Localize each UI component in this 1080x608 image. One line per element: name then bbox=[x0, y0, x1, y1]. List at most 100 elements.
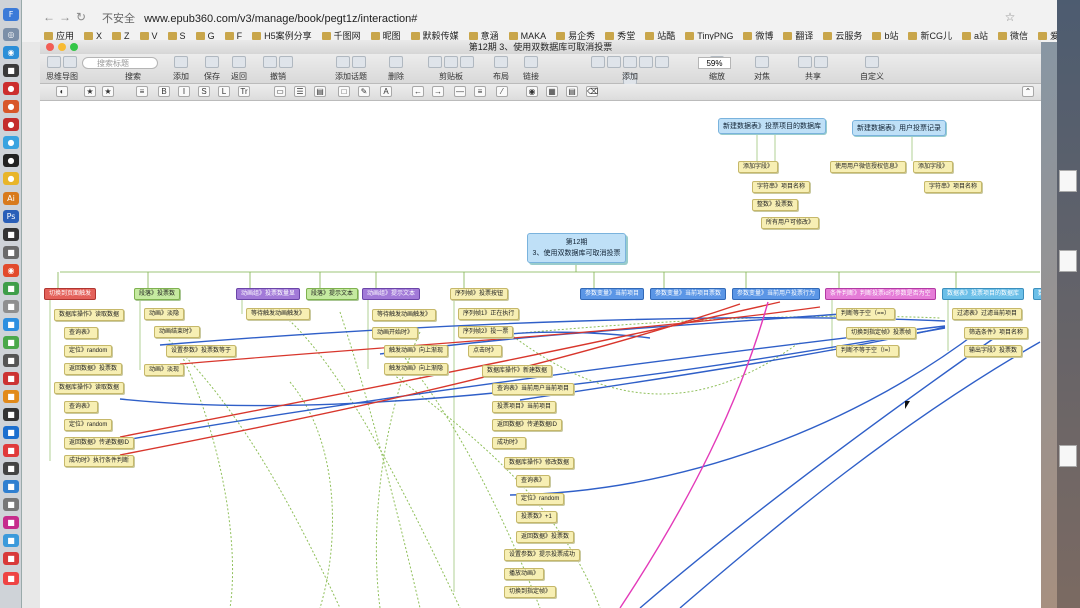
leaf-node[interactable]: 判断不等于空（!=） bbox=[836, 345, 900, 357]
launchpad-icon[interactable]: ◎ bbox=[3, 28, 19, 41]
branch-node[interactable]: 段落》投票数 bbox=[134, 288, 181, 300]
leaf-node[interactable]: 切换到指定帧》投票帧 bbox=[846, 327, 917, 339]
app-icon-19[interactable]: ■ bbox=[3, 462, 19, 475]
zoom-field[interactable]: 59% bbox=[698, 57, 731, 69]
leaf-node[interactable]: 返回数据》投票数 bbox=[516, 531, 575, 543]
app-icon-11[interactable]: ■ bbox=[3, 318, 19, 331]
leaf-node[interactable]: 定位》random bbox=[64, 345, 113, 357]
bookmark-item[interactable]: V bbox=[139, 31, 158, 41]
leaf-node[interactable]: 切换到指定帧》 bbox=[504, 586, 557, 598]
branch-node[interactable]: 段落》提示文本 bbox=[306, 288, 359, 300]
leaf-node[interactable]: 返回数据》传递数据ID bbox=[492, 419, 563, 431]
app-icon-16[interactable]: ■ bbox=[3, 408, 19, 421]
bookmark-item[interactable]: 应用 bbox=[44, 29, 74, 42]
bookmark-item[interactable]: 千图网 bbox=[321, 29, 361, 42]
bookmark-item[interactable]: 新CG儿 bbox=[908, 29, 952, 42]
star-icon[interactable]: ★ bbox=[84, 86, 96, 97]
leaf-node[interactable]: 动画》淡现 bbox=[144, 364, 185, 376]
toolbar-icon[interactable] bbox=[798, 56, 812, 68]
photoshop-icon[interactable]: Ps bbox=[3, 210, 19, 223]
bookmark-item[interactable]: 微信 bbox=[997, 29, 1028, 42]
underline-icon[interactable]: L bbox=[218, 86, 230, 97]
chrome-icon[interactable]: ◉ bbox=[3, 264, 19, 277]
eraser-icon[interactable]: ⌫ bbox=[586, 86, 599, 97]
branch-node[interactable]: 数 bbox=[1033, 288, 1041, 300]
leaf-node[interactable]: 动画结束时》 bbox=[154, 326, 201, 338]
toolbar-icon[interactable] bbox=[232, 56, 246, 68]
leaf-node[interactable]: 查询表》 bbox=[516, 475, 551, 487]
leaf-node[interactable]: 动画》淡隐 bbox=[144, 308, 185, 320]
leaf-node[interactable]: 触发动画》向上渐隐 bbox=[384, 363, 449, 375]
toolbar-icon[interactable] bbox=[336, 56, 350, 68]
leaf-node[interactable]: 等待触发动画触发》 bbox=[372, 309, 437, 321]
bookmark-item[interactable]: 意涵 bbox=[468, 29, 499, 42]
toolbar-icon[interactable] bbox=[428, 56, 442, 68]
bookmark-item[interactable]: MAKA bbox=[508, 31, 546, 41]
app-icon-3[interactable]: ● bbox=[3, 100, 19, 113]
star-icon[interactable]: ☆ bbox=[1004, 10, 1016, 24]
leaf-node[interactable]: 筛选条件》项目名称 bbox=[964, 327, 1029, 339]
toolbar-group-14[interactable]: 共享 bbox=[790, 54, 836, 84]
bookmark-item[interactable]: 昵图 bbox=[370, 29, 401, 42]
leaf-node[interactable]: 定位》random bbox=[516, 493, 565, 505]
bookmark-item[interactable]: b站 bbox=[872, 29, 898, 42]
node-field-project-2[interactable]: 字符串》项目名称 bbox=[924, 181, 983, 193]
leaf-node[interactable]: 设置参数》提示投票成功 bbox=[504, 549, 581, 561]
branch-node[interactable]: 动画组》提示文本 bbox=[362, 288, 421, 300]
bold-icon[interactable]: B bbox=[158, 86, 170, 97]
toolbar-icon[interactable] bbox=[63, 56, 77, 68]
branch-node[interactable]: 动画组》投票数量显 bbox=[236, 288, 301, 300]
toolbar-icon[interactable] bbox=[352, 56, 366, 68]
bookmark-item[interactable]: TinyPNG bbox=[685, 31, 733, 41]
leaf-node[interactable]: 播放动画》 bbox=[504, 568, 545, 580]
leaf-node[interactable]: 数据库操作》读取数据 bbox=[54, 382, 125, 394]
paste-style-icon[interactable]: ▤ bbox=[566, 86, 578, 97]
bookmark-item[interactable]: 微博 bbox=[743, 29, 773, 42]
leaf-node[interactable]: 序列帧1》正在执行 bbox=[458, 308, 520, 320]
leaf-node[interactable]: 动画开始时》 bbox=[372, 327, 419, 339]
node-db-vote[interactable]: 新建数据表》投票项目的数据库 bbox=[718, 118, 826, 134]
app-icon-10[interactable]: ■ bbox=[3, 300, 19, 313]
search-input[interactable]: 搜索标题 bbox=[82, 57, 158, 69]
forward-icon[interactable]: → bbox=[59, 10, 71, 24]
url-field[interactable]: 不安全 www.epub360.com/v3/manage/book/pegt1… bbox=[102, 10, 417, 26]
branch-node[interactable]: 条件判断》判断投票id行参数是否为空 bbox=[825, 288, 936, 300]
root-node[interactable]: 第12期 3、使用双数据库可取消投票 bbox=[527, 233, 626, 263]
app-icon-2[interactable]: ● bbox=[3, 82, 19, 95]
leaf-node[interactable]: 定位》random bbox=[64, 419, 113, 431]
leaf-node[interactable]: 输出字段》投票数 bbox=[964, 345, 1023, 357]
arrow-right-icon[interactable]: → bbox=[432, 86, 444, 97]
toolbar-icon[interactable] bbox=[460, 56, 474, 68]
leaf-node[interactable]: 序列帧2》投一票 bbox=[458, 326, 514, 338]
mindmap-canvas[interactable]: 新建数据表》投票项目的数据库 新建数据表》用户投票记录 添加字段》 字符串》项目… bbox=[40, 102, 1041, 608]
arrow-left-icon[interactable]: ← bbox=[412, 86, 424, 97]
app-icon-25[interactable]: ■ bbox=[3, 572, 19, 585]
app-icon-5[interactable]: ● bbox=[3, 136, 19, 149]
app-icon-4[interactable]: ● bbox=[3, 118, 19, 131]
bookmark-item[interactable]: 默毅传媒 bbox=[410, 29, 459, 42]
bookmark-item[interactable]: F bbox=[224, 31, 242, 41]
leaf-node[interactable]: 成功时》 bbox=[492, 437, 527, 449]
bookmark-item[interactable]: a站 bbox=[961, 29, 988, 42]
leaf-node[interactable]: 过滤表》过滤当前项目 bbox=[952, 308, 1023, 320]
branch-node[interactable]: 切换到页面触发 bbox=[44, 288, 97, 300]
toolbar-icon[interactable] bbox=[639, 56, 653, 68]
bookmark-item[interactable]: 云服务 bbox=[823, 29, 862, 42]
leaf-node[interactable]: 数据库操作》新建数据 bbox=[482, 365, 553, 377]
toolbar-icon[interactable] bbox=[279, 56, 293, 68]
toolbar-group-3[interactable]: 保存 bbox=[198, 54, 226, 84]
app-icon-23[interactable]: ■ bbox=[3, 534, 19, 547]
bookmark-item[interactable]: 秀堂 bbox=[605, 29, 635, 42]
toolbar-group-2[interactable]: 添加 bbox=[166, 54, 196, 84]
app-icon-24[interactable]: ■ bbox=[3, 552, 19, 565]
bookmark-item[interactable]: X bbox=[84, 31, 102, 41]
toolbar-icon[interactable] bbox=[591, 56, 605, 68]
toolbar-group-13[interactable]: 对焦 bbox=[740, 54, 784, 84]
line-icon[interactable]: — bbox=[454, 86, 466, 97]
toolbar-group-0[interactable]: 思维导图 bbox=[42, 54, 82, 84]
app-icon-22[interactable]: ■ bbox=[3, 516, 19, 529]
node-add-field-2[interactable]: 添加字段》 bbox=[913, 161, 954, 173]
node-add-field-1[interactable]: 添加字段》 bbox=[738, 161, 779, 173]
sticker-icon[interactable]: ★ bbox=[102, 86, 114, 97]
leaf-node[interactable]: 等待触发动画触发》 bbox=[246, 308, 311, 320]
